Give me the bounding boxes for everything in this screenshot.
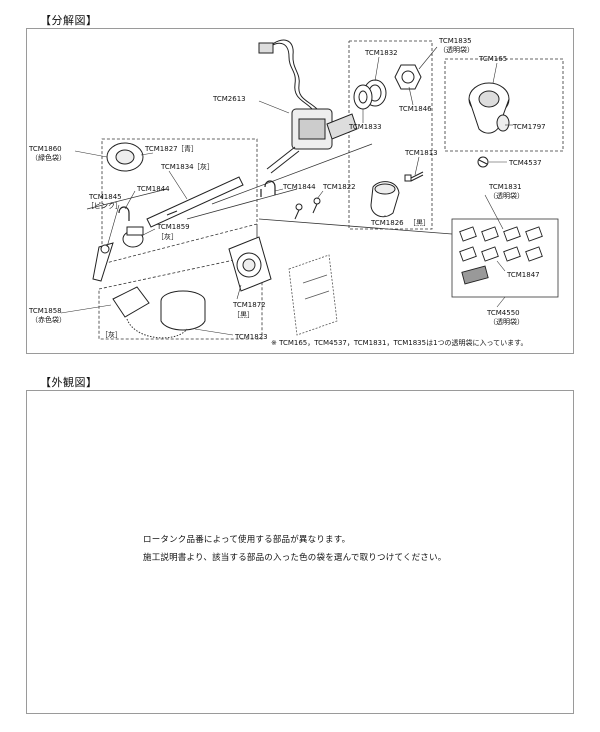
tcm1834-shaft (146, 176, 244, 228)
exploded-view-title: 【分解図】 (40, 14, 98, 27)
external-instruction-line2: 施工説明書より、該当する部品の入った色の袋を選んで取りつけてください。 (143, 553, 447, 563)
tcm1859-joint (122, 226, 144, 248)
label-tcm1858: TCM1858 (28, 307, 62, 315)
label-tcm1833: TCM1833 (348, 123, 382, 131)
label-tcm1860: TCM1860 (28, 145, 62, 153)
label-tcm1831: TCM1831 (488, 183, 522, 191)
label-tcm1831-bag: （透明袋） (489, 191, 524, 200)
label-tcm1797: TCM1797 (512, 123, 546, 131)
tcm1813-screw (404, 171, 424, 182)
label-tcm1844-left: TCM1844 (136, 185, 170, 193)
tcm1844-left-clip (118, 206, 130, 221)
label-tcm4537: TCM4537 (508, 159, 542, 167)
tcm1858-flapper (112, 286, 206, 331)
label-tcm1827-color: ［青］ (177, 144, 198, 153)
label-tcm165: TCM165 (478, 55, 507, 63)
tcm1827-body (106, 142, 144, 172)
label-tcm1858-color: ［灰］ (101, 330, 122, 339)
external-view-panel: ロータンク品番によって使用する部品が異なります。 施工説明書より、該当する部品の… (26, 390, 574, 714)
external-instruction-line1: ロータンク品番によって使用する部品が異なります。 (143, 535, 351, 545)
main-group-outline (101, 138, 258, 265)
label-tcm1826: TCM1826 (370, 219, 404, 227)
label-tcm1872: TCM1872 (232, 301, 266, 309)
label-tcm4550-bag: （透明袋） (489, 317, 524, 326)
exploded-view-panel: TCM2613 TCM1835 （透明袋） TCM1832 TCM1846 TC… (26, 28, 574, 354)
label-tcm1845: TCM1845 (88, 193, 122, 201)
label-tcm1826-color: ［黒］ (409, 219, 430, 227)
label-tcm1813: TCM1813 (404, 149, 438, 157)
label-tcm1834-color: ［灰］ (193, 162, 214, 171)
tcm1858-group-outline (98, 253, 263, 340)
tcm4537-clip (477, 156, 489, 168)
label-tcm1822: TCM1822 (322, 183, 356, 191)
tcm1826-cap (370, 181, 400, 218)
tcm1845-lever (92, 242, 114, 282)
label-tcm1835: TCM1835 (438, 37, 472, 45)
exploded-diagram: TCM2613 TCM1835 （透明袋） TCM1832 TCM1846 TC… (28, 37, 564, 347)
label-tcm1832: TCM1832 (364, 49, 398, 57)
tcm1823-chain (126, 318, 188, 339)
label-tcm1823: TCM1823 (234, 333, 268, 341)
tcm1833-washer (353, 84, 373, 110)
tcm1847-pieces (459, 226, 543, 285)
tcm1872-disk (228, 236, 272, 292)
label-tcm1860-bag: （緑色袋） (31, 153, 66, 162)
label-tcm1858-bag: （赤色袋） (31, 315, 66, 324)
tcm2613-valve-assembly (258, 39, 358, 174)
label-tcm1845-color: ［ピンク］ (87, 202, 122, 210)
label-tcm4550: TCM4550 (486, 309, 520, 317)
label-tcm2613: TCM2613 (212, 95, 246, 103)
instruction-sheet (288, 254, 338, 336)
label-tcm1844-right: TCM1844 (282, 183, 316, 191)
label-tcm1834: TCM1834 (160, 163, 194, 171)
label-tcm1859: TCM1859 (156, 223, 190, 231)
label-tcm1827: TCM1827 (144, 145, 178, 153)
tcm1844-right-clip (260, 180, 276, 197)
label-tcm1847: TCM1847 (506, 271, 540, 279)
tcm1846-nut (394, 64, 422, 90)
tcm165-float (468, 82, 510, 134)
tcm1835-group-outline (348, 40, 433, 230)
label-tcm1859-color: ［灰］ (157, 232, 178, 241)
label-tcm1835-bag: （透明袋） (439, 45, 474, 54)
tcm1822-clips (294, 197, 321, 220)
label-tcm1872-color: ［黒］ (233, 311, 254, 319)
bag-note: ※ TCM165，TCM4537，TCM1831，TCM1835は1つの透明袋に… (271, 338, 527, 347)
external-view-title: 【外観図】 (40, 376, 98, 389)
label-tcm1846: TCM1846 (398, 105, 432, 113)
